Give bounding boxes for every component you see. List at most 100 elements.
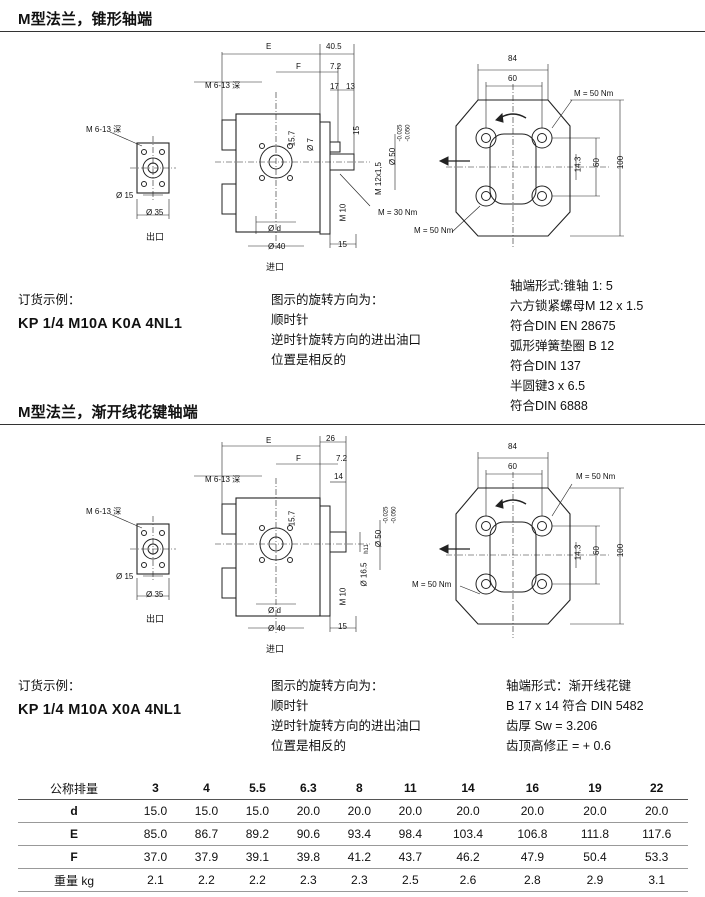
dim-40-5: 40.5 (326, 42, 342, 51)
dim-m6-13-outlet: M 6-13 深 (86, 507, 122, 516)
shaft-line: 半圆键3 x 6.5 (510, 379, 586, 393)
rotation-line: 图示的旋转方向为： (271, 679, 384, 693)
dim-m10: M 10 (338, 203, 348, 222)
table-row: d 15.0 15.0 15.0 20.0 20.0 20.0 20.0 20.… (18, 800, 688, 823)
dim-14-3: 14.3 (573, 544, 583, 561)
table-cell: 86.7 (194, 827, 219, 841)
shaft-line: 六方锁紧螺母M 12 x 1.5 (510, 299, 644, 313)
dim-84: 84 (508, 442, 517, 451)
shaft-line: 齿顶高修正 = + 0.6 (506, 739, 611, 753)
table-row: E 85.0 86.7 89.2 90.6 93.4 98.4 103.4 10… (18, 823, 688, 846)
rotation-line: 位置是相反的 (271, 353, 347, 367)
row-label: 重量 kg (53, 873, 94, 888)
table-cell: 2.9 (586, 873, 604, 887)
dim-14-3: 14.3 (573, 156, 583, 173)
label-inlet: 进口 (266, 644, 285, 654)
dim-o40: Ø 40 (268, 624, 286, 633)
row-label: F (70, 850, 78, 864)
dim-m6-13-side: M 6-13 深 (205, 475, 241, 484)
label-inlet: 进口 (266, 262, 285, 272)
label-outlet: 出口 (146, 614, 165, 624)
table-cell: 3.1 (648, 873, 666, 887)
dim-o50-tol-upper: -0.025 (383, 506, 390, 524)
dim-15-7: 15.7 (287, 130, 297, 147)
shaft-line: 弧形弹簧垫圈 B 12 (510, 339, 615, 353)
section-title-spline: M型法兰，渐开线花键轴端 (18, 404, 198, 421)
spline-dimension-labels: E 26 F 7.2 14 M 6-13 深 M 6-13 深 15.7 Ø 5… (0, 428, 705, 663)
table-cell: 41.2 (347, 850, 372, 864)
shaft-line: B 17 x 14 符合 DIN 5482 (506, 699, 644, 713)
displacement-spec-table: 公称排量 3 4 5.5 6.3 8 11 14 16 19 22 d 15.0… (18, 777, 688, 892)
dim-7-2: 7.2 (330, 62, 342, 71)
dim-h11: h11 (363, 544, 370, 554)
rotation-line: 逆时针旋转方向的进出油口 (271, 333, 422, 347)
dim-14: 14 (334, 472, 343, 481)
shaft-line: 符合DIN 6888 (510, 399, 588, 413)
dim-7-2: 7.2 (336, 454, 348, 463)
shaft-line: 轴端形式:锥轴 1: 5 (510, 279, 613, 293)
table-cell: 2.3 (351, 873, 368, 887)
table-cell: 20.0 (583, 804, 607, 818)
shaft-line: 轴端形式：渐开线花键 (506, 679, 632, 693)
table-cell: 39.8 (296, 850, 321, 864)
rotation-note-spline: 图示的旋转方向为： 顺时针 逆时针旋转方向的进出油口 位置是相反的 (271, 676, 421, 756)
dim-o50-tol-lower: -0.050 (405, 124, 412, 142)
table-cell: 2.2 (249, 873, 266, 887)
dim-m12: M 12x1,5 (373, 162, 383, 195)
table-cell: 37.9 (194, 850, 219, 864)
table-cell: 47.9 (520, 850, 545, 864)
table-cell: 20.0 (520, 804, 545, 818)
flange-view (438, 452, 624, 638)
table-cell: 15.0 (245, 804, 270, 818)
order-label: 订货示例： (18, 679, 81, 693)
table-cell: 20.0 (645, 804, 669, 818)
dim-15-bottom: 15 (338, 240, 347, 249)
section-divider (0, 31, 705, 32)
dim-ma-50-bottom: M = 50 Nm (412, 580, 452, 589)
dim-m10: M 10 (338, 587, 348, 606)
row-label: d (70, 804, 78, 818)
cone-shaft-drawing (109, 44, 624, 249)
order-example-spline: 订货示例： KP 1/4 M10A X0A 4NL1 (18, 676, 181, 720)
cone-dimension-labels: E 40.5 F 7.2 17 13 M 6-13 深 M 6-13 深 15.… (0, 34, 705, 279)
label-outlet: 出口 (146, 232, 165, 242)
dim-od: Ø d (268, 606, 281, 615)
table-cell: 20.0 (398, 804, 422, 818)
dim-f: F (296, 454, 301, 463)
table-header-cell: 16 (525, 781, 540, 795)
order-code: KP 1/4 M10A X0A 4NL1 (18, 702, 182, 718)
table-cell: 2.2 (198, 873, 215, 887)
table-header-cell: 8 (356, 781, 363, 795)
rotation-line: 逆时针旋转方向的进出油口 (271, 719, 422, 733)
table-row: 重量 kg 2.1 2.2 2.2 2.3 2.3 2.5 2.6 2.8 2.… (18, 869, 688, 892)
shaft-spec-spline: 轴端形式：渐开线花键 B 17 x 14 符合 DIN 5482 齿厚 Sw =… (506, 676, 644, 756)
section-divider (0, 424, 705, 425)
dim-100: 100 (616, 155, 626, 170)
dim-o7: Ø 7 (305, 138, 315, 151)
table-header-cell: 22 (650, 781, 664, 795)
table-cell: 39.1 (245, 850, 270, 864)
dim-e: E (266, 42, 272, 51)
table-cell: 15.0 (194, 804, 219, 818)
dim-o50: Ø 50 (374, 529, 384, 548)
rotation-note-cone: 图示的旋转方向为： 顺时针 逆时针旋转方向的进出油口 位置是相反的 (271, 290, 421, 370)
table-cell: 2.3 (300, 873, 317, 887)
order-example-cone: 订货示例： KP 1/4 M10A K0A 4NL1 (18, 290, 182, 334)
dim-84: 84 (508, 54, 517, 63)
outlet-port-view (109, 131, 176, 219)
table-cell: 53.3 (645, 850, 669, 864)
dim-o35: Ø 35 (146, 590, 164, 599)
rotation-line: 顺时针 (271, 699, 309, 713)
shaft-spec-cone: 轴端形式:锥轴 1: 5 六方锁紧螺母M 12 x 1.5 符合DIN EN 2… (510, 276, 643, 416)
table-header-cell: 4 (203, 781, 210, 795)
dim-f: F (296, 62, 301, 71)
table-cell: 15.0 (143, 804, 168, 818)
table-header-cell: 5.5 (249, 781, 266, 795)
shaft-line: 符合DIN EN 28675 (510, 319, 616, 333)
table-cell: 117.6 (642, 827, 672, 841)
order-label: 订货示例： (18, 293, 81, 307)
shaft-line: 齿厚 Sw = 3.206 (506, 719, 598, 733)
dim-o40: Ø 40 (268, 242, 286, 251)
row-label: E (69, 827, 78, 841)
table-cell: 46.2 (456, 850, 480, 864)
